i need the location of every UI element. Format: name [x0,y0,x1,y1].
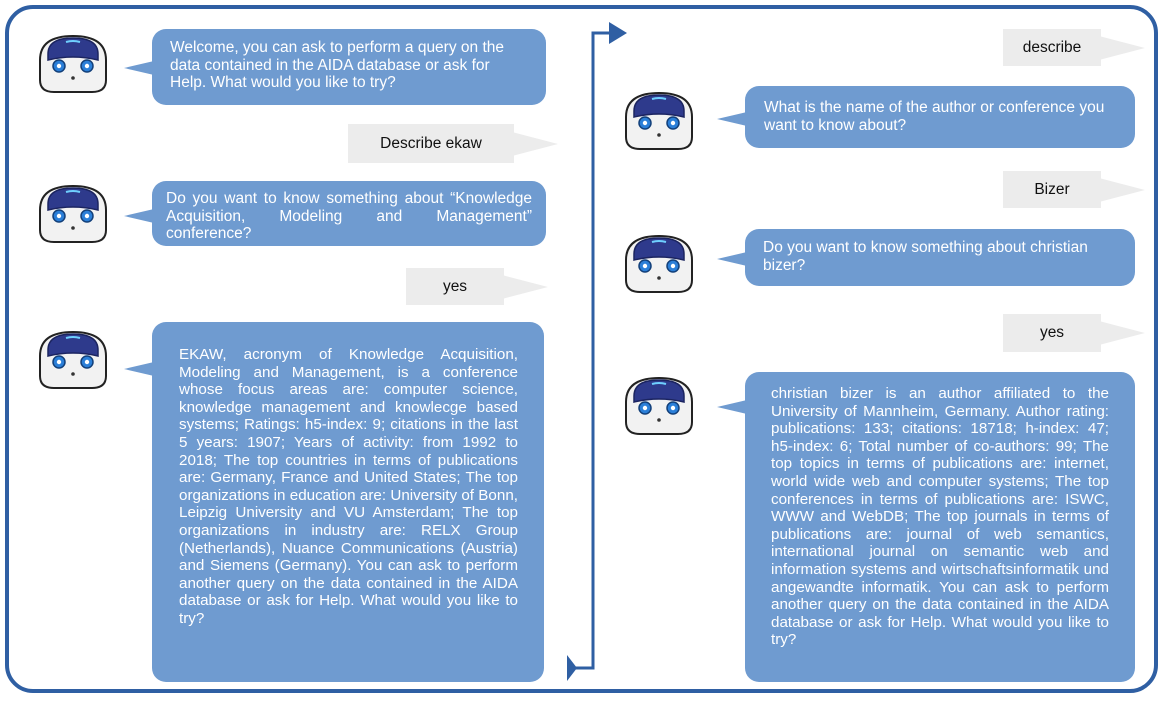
user-message-text: describe [1022,38,1082,56]
robot-icon [34,180,112,246]
bot-message-confirm-bizer: Do you want to know something about chri… [717,229,1135,286]
user-message-yes: yes [1003,314,1145,352]
bot-message-text: What is the name of the author or confer… [764,99,1105,134]
robot-icon [620,230,698,296]
user-message-describe-ekaw: Describe ekaw [348,124,558,163]
bot-message-text: EKAW, acronym of Knowledge Acquisition, … [179,346,518,627]
flow-arrow-icon [567,22,627,681]
bot-message-text: Do you want to know something about “Kno… [166,190,532,242]
bot-message-confirm-ekaw: Do you want to know something about “Kno… [124,181,546,246]
diagram-frame [5,5,1158,693]
bot-message-ekaw-details: EKAW, acronym of Knowledge Acquisition, … [124,322,544,682]
bot-message-text: Do you want to know something about chri… [763,239,1088,274]
user-message-text: yes [1039,324,1065,341]
user-message-text: Bizer [1034,180,1070,198]
robot-icon [620,372,698,438]
user-message-describe: describe [1003,29,1145,66]
robot-icon [34,326,112,392]
robot-icon [620,87,698,153]
user-message-text: yes [442,277,468,295]
robot-icon [34,30,112,96]
bot-message-text: Welcome, you can ask to perform a query … [170,39,504,91]
bot-message-bizer-details: christian bizer is an author affiliated … [717,372,1135,682]
user-message-bizer: Bizer [1003,171,1145,208]
bot-message-text: christian bizer is an author affiliated … [771,385,1109,649]
bot-message-welcome: Welcome, you can ask to perform a query … [124,29,546,105]
bot-message-ask-name: What is the name of the author or confer… [717,86,1135,148]
user-message-yes: yes [406,268,548,305]
user-message-text: Describe ekaw [380,134,482,152]
